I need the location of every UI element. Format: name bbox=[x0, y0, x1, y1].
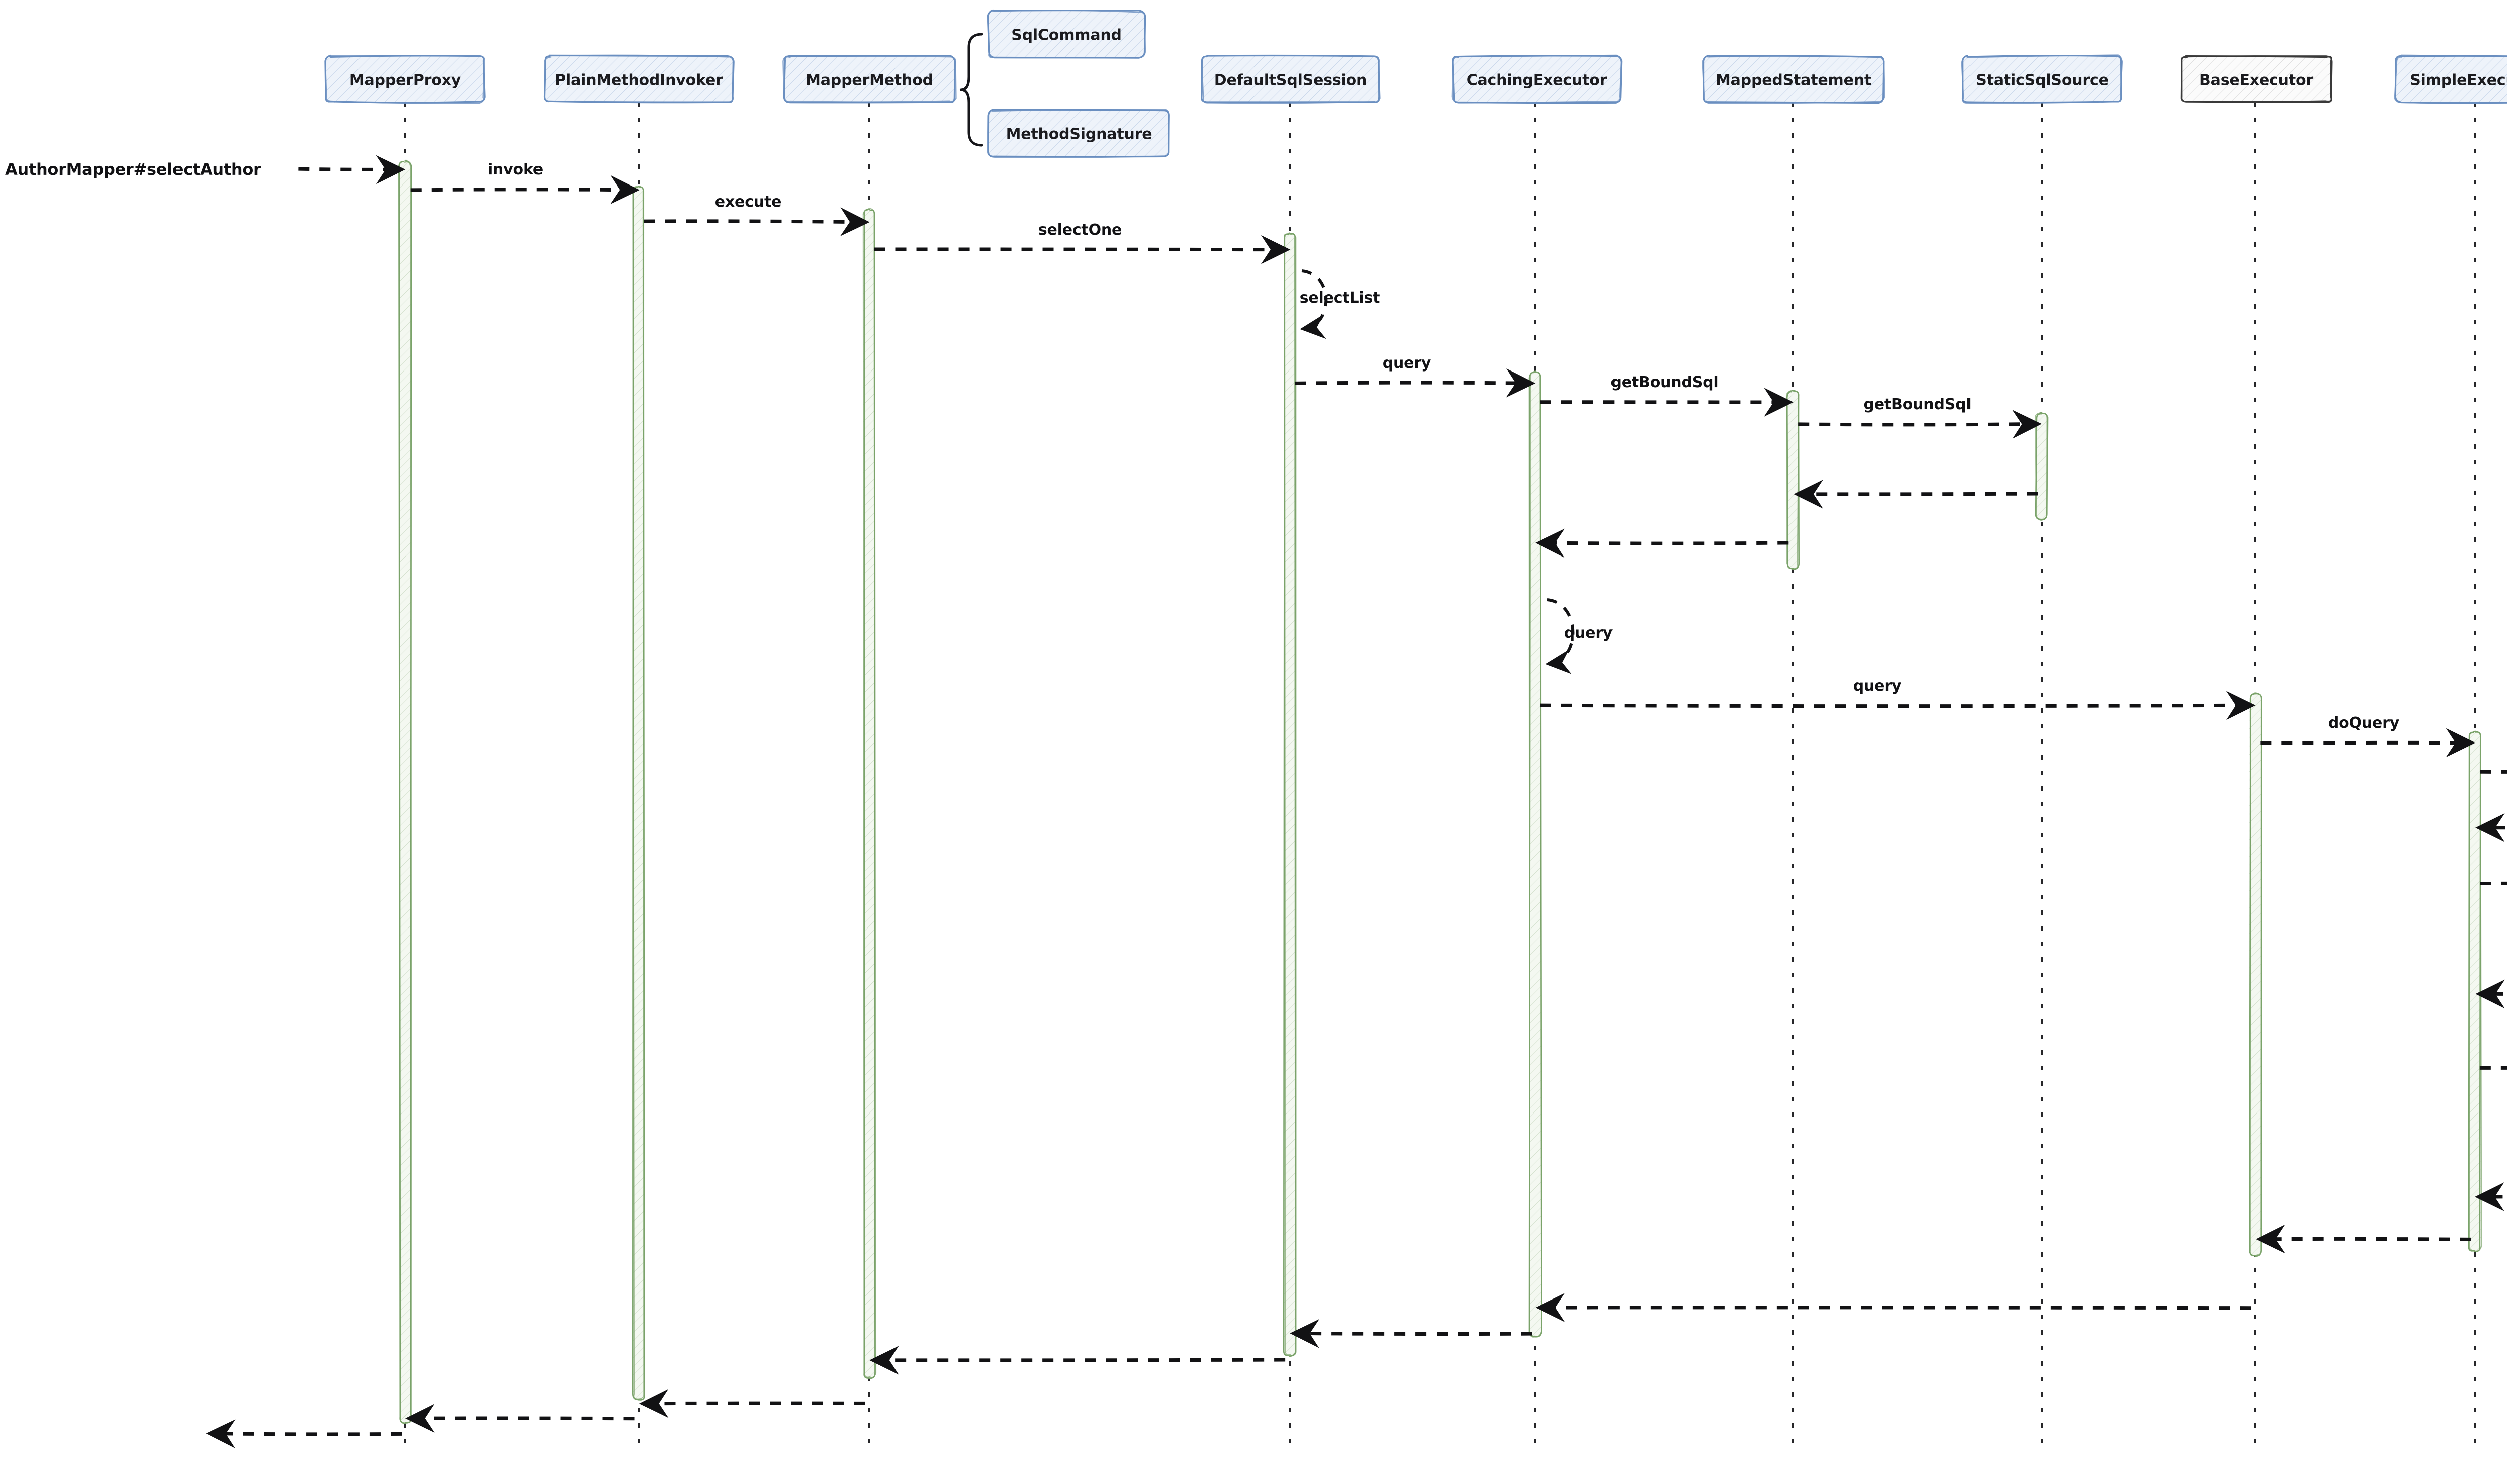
message-arrow-m28 bbox=[1290, 1319, 1532, 1348]
activation-bars-layer bbox=[398, 159, 2482, 1424]
group-brace bbox=[959, 33, 983, 147]
activation-a-mapperProxy bbox=[398, 159, 412, 1424]
participant-plainMethodInvoker[interactable] bbox=[543, 54, 735, 104]
message-m08 bbox=[1798, 410, 2042, 439]
message-m30 bbox=[639, 1389, 865, 1418]
message-m12 bbox=[1540, 691, 2256, 720]
message-m25 bbox=[2475, 1182, 2507, 1211]
participant-cachingExecutor[interactable] bbox=[1451, 54, 1623, 104]
message-arrow-m25 bbox=[2475, 1182, 2507, 1211]
message-m03 bbox=[644, 207, 870, 237]
participant-staticSqlSource[interactable] bbox=[1961, 54, 2123, 104]
participant-baseExecutor[interactable] bbox=[2180, 55, 2333, 103]
participant-boxes-layer bbox=[324, 9, 2507, 158]
messages-layer bbox=[206, 155, 2507, 1448]
lifelines-layer bbox=[404, 102, 2476, 1454]
participant-methodSignature[interactable] bbox=[987, 109, 1170, 158]
message-arrow-m03 bbox=[644, 207, 870, 237]
message-arrow-m08 bbox=[1798, 410, 2042, 439]
participant-mapperMethod[interactable] bbox=[782, 55, 957, 104]
message-arrow-m12 bbox=[1540, 691, 2256, 720]
participant-defaultSqlSession[interactable] bbox=[1201, 54, 1381, 104]
activation-a-plainMethodInvoker bbox=[632, 186, 645, 1401]
activation-a-baseExecutor bbox=[2249, 692, 2262, 1257]
participant-mappedStatement[interactable] bbox=[1702, 54, 1885, 104]
activation-a-mapperMethod bbox=[862, 208, 877, 1379]
message-arrow-m11 bbox=[1545, 598, 1575, 674]
message-m05 bbox=[1300, 269, 1328, 339]
participant-simpleExecutor[interactable] bbox=[2394, 54, 2507, 104]
message-m28 bbox=[1290, 1319, 1532, 1348]
group-brace-layer bbox=[959, 33, 983, 147]
message-arrow-m05 bbox=[1300, 269, 1328, 339]
participant-mapperProxy[interactable] bbox=[324, 54, 486, 104]
message-arrow-m30 bbox=[639, 1389, 865, 1418]
activation-a-defaultSqlSession bbox=[1283, 232, 1297, 1357]
message-m11 bbox=[1545, 598, 1575, 674]
message-arrow-m31 bbox=[405, 1404, 635, 1433]
activation-a-staticSqlSource bbox=[2035, 412, 2049, 521]
activation-a-simpleExecutor bbox=[2468, 730, 2482, 1253]
message-m31 bbox=[405, 1404, 635, 1433]
participant-sqlCommand[interactable] bbox=[987, 9, 1146, 59]
activation-a-cachingExecutor bbox=[1528, 370, 1542, 1338]
message-arrow-m04 bbox=[874, 235, 1291, 264]
message-m04 bbox=[874, 235, 1291, 264]
